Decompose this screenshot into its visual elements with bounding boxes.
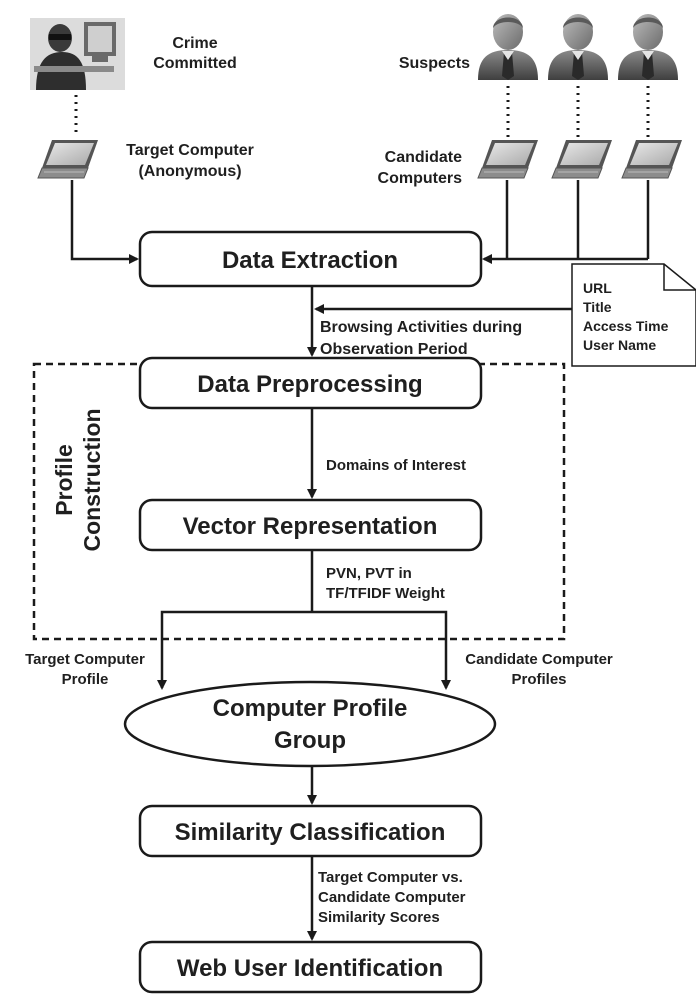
similarity-classification-box: Similarity Classification xyxy=(138,804,483,858)
suspect-person-icon xyxy=(618,14,678,80)
computer-profile-group-label: Computer Profile xyxy=(213,695,408,722)
pvn-pvt-label: TF/TFIDF Weight xyxy=(326,585,445,602)
target-profile-label: Profile xyxy=(62,671,109,688)
note-title: Title xyxy=(583,299,612,315)
crime-label: Crime xyxy=(172,35,217,52)
attributes-note: URL Title Access Time User Name xyxy=(571,263,696,367)
vector-representation-box: Vector Representation xyxy=(138,498,483,552)
note-access-time: Access Time xyxy=(583,318,669,334)
criminal-at-computer-icon xyxy=(30,18,125,90)
target-computer-label: (Anonymous) xyxy=(138,163,241,180)
suspect-person-icon xyxy=(548,14,608,80)
candidate-profiles-label: Profiles xyxy=(511,671,566,688)
note-user-name: User Name xyxy=(583,337,656,353)
pvn-pvt-label: PVN, PVT in xyxy=(326,565,412,582)
web-user-identification-box: Web User Identification xyxy=(138,940,483,994)
similarity-scores-label: Target Computer vs. xyxy=(318,869,463,886)
candidate-computers-label: Candidate xyxy=(385,149,462,166)
similarity-scores-label: Candidate Computer xyxy=(318,889,466,906)
data-preprocessing-box: Data Preprocessing xyxy=(138,356,483,410)
candidate-profiles-label: Candidate Computer xyxy=(465,651,613,668)
profile-construction-label: Construction xyxy=(79,408,105,551)
browsing-activities-label: Browsing Activities during xyxy=(320,319,522,336)
note-url: URL xyxy=(583,280,612,296)
suspects-label: Suspects xyxy=(399,55,470,72)
similarity-classification-label: Similarity Classification xyxy=(175,819,446,846)
candidate-computers-label: Computers xyxy=(378,170,463,187)
data-extraction-label: Data Extraction xyxy=(222,247,398,274)
browsing-activities-label: Observation Period xyxy=(320,341,468,358)
profile-construction-label: Profile xyxy=(51,444,77,516)
vector-representation-label: Vector Representation xyxy=(183,513,438,540)
target-computer-label: Target Computer xyxy=(126,142,254,159)
crime-label: Committed xyxy=(153,55,237,72)
data-preprocessing-label: Data Preprocessing xyxy=(197,371,422,398)
laptop-icon xyxy=(37,139,99,179)
data-extraction-box: Data Extraction xyxy=(138,230,483,288)
suspect-person-icon xyxy=(478,14,538,80)
computer-profile-group-ellipse: Computer Profile Group xyxy=(123,680,497,768)
laptop-icon xyxy=(621,139,683,179)
laptop-icon xyxy=(477,139,539,179)
domains-of-interest-label: Domains of Interest xyxy=(326,457,466,474)
computer-profile-group-label: Group xyxy=(274,727,346,754)
web-user-identification-label: Web User Identification xyxy=(177,955,443,982)
laptop-icon xyxy=(551,139,613,179)
similarity-scores-label: Similarity Scores xyxy=(318,909,440,926)
target-profile-label: Target Computer xyxy=(25,651,145,668)
